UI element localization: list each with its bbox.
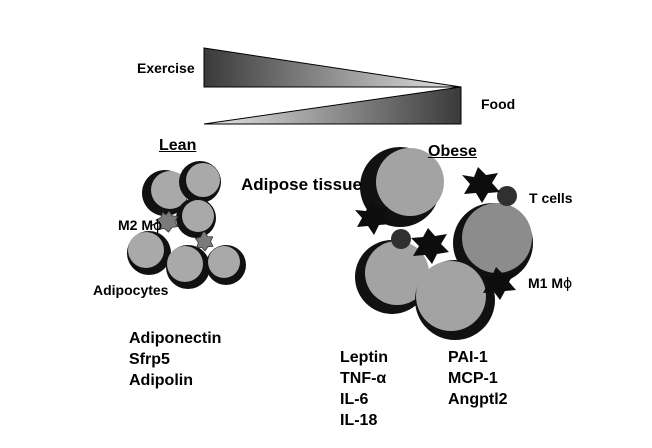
adipocyte-cell xyxy=(355,240,429,314)
m1-macrophage-label: M1 Mϕ xyxy=(528,276,572,291)
obese-factor: MCP-1 xyxy=(448,370,498,387)
adipocytes-label: Adipocytes xyxy=(93,282,169,298)
adipocyte-cell xyxy=(127,231,171,275)
adipocyte-cell xyxy=(206,245,246,285)
obese-factor: Angptl2 xyxy=(448,391,508,408)
phi-symbol: ϕ xyxy=(153,218,163,234)
lean-heading: Lean xyxy=(159,137,197,154)
obese-factor: IL-6 xyxy=(340,391,369,408)
m2-label-leader xyxy=(149,221,161,227)
m1-macrophages xyxy=(355,167,516,300)
obese-factor-list-left: Leptin TNF-α IL-6 IL-18 xyxy=(340,347,388,431)
adipocyte-cell xyxy=(166,245,210,289)
t-cells xyxy=(391,186,517,249)
adipocyte-cell xyxy=(360,147,444,227)
adipocyte-cell xyxy=(179,161,221,203)
obese-factor: PAI-1 xyxy=(448,349,488,366)
lean-factor: Adipolin xyxy=(129,372,193,389)
exercise-label: Exercise xyxy=(137,60,195,76)
adipocyte-cell xyxy=(415,260,495,340)
adipose-tissue-label: Adipose tissue xyxy=(241,175,362,194)
adipocyte-cell xyxy=(453,203,533,283)
obese-factor: Leptin xyxy=(340,349,388,366)
lean-factor: Sfrp5 xyxy=(129,351,170,368)
m1-macrophage xyxy=(355,201,390,235)
obese-adipocytes xyxy=(355,147,533,340)
exercise-wedge xyxy=(203,47,462,88)
adipocyte-cell xyxy=(176,198,216,238)
m2-macrophage xyxy=(194,231,214,252)
adipocytes-label-leader xyxy=(129,261,141,273)
food-wedge xyxy=(203,86,462,125)
lean-factor-list: Adiponectin Sfrp5 Adipolin xyxy=(129,328,221,391)
m2-macrophage-label: M2 Mϕ xyxy=(118,218,162,233)
food-label: Food xyxy=(481,96,516,112)
m1-label-text: M1 M xyxy=(528,275,563,291)
obese-factor: IL-18 xyxy=(340,412,378,429)
m2-macrophage xyxy=(155,210,179,233)
obese-factor: TNF-α xyxy=(340,370,387,387)
t-cell xyxy=(497,186,517,206)
obese-heading: Obese xyxy=(428,143,477,160)
m1-macrophage xyxy=(411,228,449,264)
lean-adipocytes xyxy=(127,161,246,289)
m2-label-text: M2 M xyxy=(118,217,153,233)
phi-symbol: ϕ xyxy=(563,276,573,292)
m2-macrophages xyxy=(155,210,214,252)
t-cell xyxy=(391,229,411,249)
m1-macrophage xyxy=(462,167,500,203)
lean-factor: Adiponectin xyxy=(129,330,222,347)
t-cells-label: T cells xyxy=(529,190,573,206)
obese-factor-list-right: PAI-1 MCP-1 Angptl2 xyxy=(448,347,508,410)
m1-macrophage xyxy=(481,267,516,300)
